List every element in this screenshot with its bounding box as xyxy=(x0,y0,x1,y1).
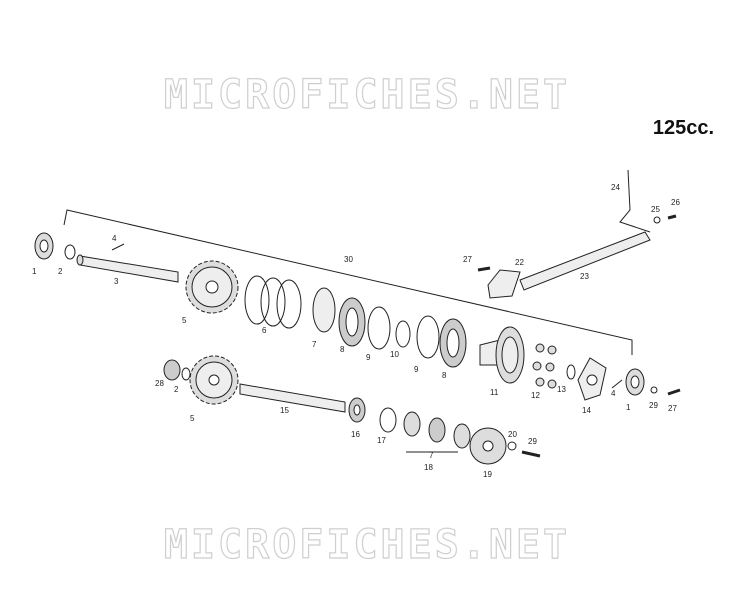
part-thrust-bearing-8b xyxy=(439,318,467,368)
part-bolt-27 xyxy=(667,388,681,396)
callout-11: 11 xyxy=(490,388,499,397)
part-spring-6 xyxy=(244,275,302,329)
callout-15: 15 xyxy=(280,406,289,415)
callout-7b: 7 xyxy=(429,451,434,460)
group-bracket-30 xyxy=(63,209,633,355)
callout-12: 12 xyxy=(531,391,540,400)
callout-4b: 4 xyxy=(611,389,616,398)
callout-5b: 5 xyxy=(190,414,195,423)
part-impeller-19 xyxy=(469,427,507,465)
part-circlip-13 xyxy=(566,364,576,380)
callout-22: 22 xyxy=(515,258,524,267)
callout-19: 19 xyxy=(483,470,492,479)
part-balls-12 xyxy=(532,343,557,389)
part-shaft-15 xyxy=(239,383,346,413)
part-washer-25 xyxy=(653,216,661,224)
callout-16: 16 xyxy=(351,430,360,439)
callout-29: 29 xyxy=(649,401,658,410)
part-bearing-16 xyxy=(348,397,366,423)
callout-8: 8 xyxy=(340,345,345,354)
callout-27b: 27 xyxy=(463,255,472,264)
part-bearing-group-18 xyxy=(403,411,471,449)
part-bearing-1b xyxy=(625,368,645,396)
callout-4: 4 xyxy=(112,234,117,243)
callout-26: 26 xyxy=(671,198,680,207)
part-circlip-17 xyxy=(379,407,397,433)
part-washer-9b xyxy=(416,315,440,359)
part-rod-23 xyxy=(519,231,651,291)
callout-6: 6 xyxy=(262,326,267,335)
callout-2b: 2 xyxy=(174,385,179,394)
part-lever-24 xyxy=(619,169,651,233)
callout-14: 14 xyxy=(582,406,591,415)
part-shaft-3 xyxy=(76,254,179,283)
callout-17: 17 xyxy=(377,436,386,445)
callout-1: 1 xyxy=(32,267,37,276)
part-ring-10 xyxy=(395,320,411,348)
part-bearing-1 xyxy=(34,232,54,260)
callout-20: 20 xyxy=(508,430,517,439)
callout-28: 28 xyxy=(155,379,164,388)
part-gear-5-upper xyxy=(185,260,239,314)
part-washer-9a xyxy=(367,306,391,350)
callout-9b: 9 xyxy=(414,365,419,374)
part-bolt-26 xyxy=(667,214,677,220)
callout-2: 2 xyxy=(58,267,63,276)
part-pin-4b xyxy=(611,379,623,389)
part-bolt-29 xyxy=(521,450,541,458)
part-gear-5-lower xyxy=(189,355,239,405)
callout-13: 13 xyxy=(557,385,566,394)
part-washer-20 xyxy=(507,441,517,451)
watermark-top: MICROFICHES.NET xyxy=(163,71,571,118)
part-cam-plate-14 xyxy=(577,357,607,401)
part-circlip-2 xyxy=(64,244,76,260)
engine-size-label: 125cc. xyxy=(652,117,714,139)
part-washer-7 xyxy=(312,287,336,333)
callout-labels: 1 2 3 4 30 5 6 7 8 9 10 9 8 11 12 13 14 … xyxy=(32,183,680,479)
callout-24: 24 xyxy=(611,183,620,192)
callout-8b: 8 xyxy=(442,371,447,380)
part-bolt-27b xyxy=(477,266,491,272)
part-hub-11 xyxy=(479,326,525,384)
watermark-bottom: MICROFICHES.NET xyxy=(163,521,571,568)
part-bearing-28 xyxy=(163,359,181,381)
callout-9: 9 xyxy=(366,353,371,362)
part-pin-4 xyxy=(111,243,125,251)
part-washer-29 xyxy=(650,386,658,394)
callout-27: 27 xyxy=(668,404,677,413)
part-thrust-bearing-8a xyxy=(338,297,366,347)
callout-7: 7 xyxy=(312,340,317,349)
callout-18: 18 xyxy=(424,463,433,472)
callout-23: 23 xyxy=(580,272,589,281)
callout-3: 3 xyxy=(114,277,119,286)
callout-10: 10 xyxy=(390,350,399,359)
callout-25: 25 xyxy=(651,205,660,214)
callout-29b: 29 xyxy=(528,437,537,446)
callout-30: 30 xyxy=(344,255,353,264)
callout-5: 5 xyxy=(182,316,187,325)
part-bracket-22 xyxy=(487,269,521,299)
callout-1b: 1 xyxy=(626,403,631,412)
part-circlip-2b xyxy=(181,367,191,381)
